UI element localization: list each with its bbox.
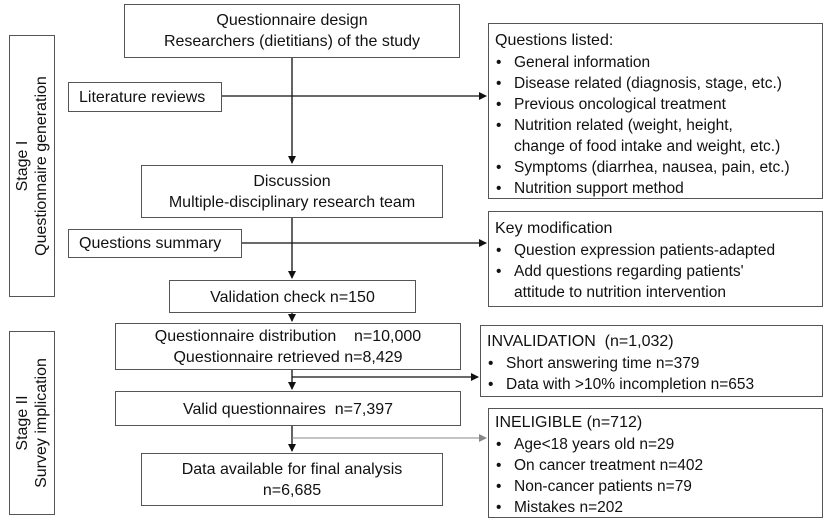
stage2-label-line2: Survey implication — [33, 358, 50, 488]
ineligible-title: INELIGIBLE (n=712) — [495, 414, 643, 431]
modification-panel: Key modification Question expression pat… — [488, 211, 823, 307]
list-item: Age<18 years old n=29 — [489, 434, 822, 455]
stage2-label-line1: Stage II — [14, 395, 31, 451]
list-item: Nutrition support method — [489, 178, 822, 199]
invalidation-title: INVALIDATION (n=1,032) — [487, 333, 674, 350]
list-item-continuation: change of food intake and weight, etc.) — [489, 136, 822, 157]
final-line1: Data available for final analysis — [181, 461, 403, 478]
questions-title: Questions listed: — [495, 32, 614, 49]
stage2-frame — [9, 331, 55, 515]
design-line2: Researchers (dietitians) of the study — [163, 33, 421, 50]
questions-panel: Questions listed: General information Di… — [488, 23, 823, 199]
list-item: General information — [489, 52, 822, 73]
stage1-label-line1: Stage I — [14, 140, 31, 192]
valid-box: Valid questionnaires n=7,397 — [115, 391, 461, 426]
list-item: Symptoms (diarrhea, nausea, pain, etc.) — [489, 157, 822, 178]
literature-box: Literature reviews — [68, 82, 222, 112]
discussion-line1: Discussion — [253, 173, 331, 190]
list-item: Non-cancer patients n=79 — [489, 476, 822, 497]
summary-label: Questions summary — [79, 235, 222, 252]
distribution-line2: Questionnaire retrieved n=8,429 — [173, 349, 403, 366]
final-line2: n=6,685 — [262, 482, 322, 499]
distribution-box: Questionnaire distribution n=10,000 Ques… — [115, 323, 461, 370]
design-box: Questionnaire design Researchers (dietit… — [124, 4, 460, 58]
stage1-label: Stage I Questionnaire generation — [13, 35, 51, 297]
list-item: Data with >10% incompletion n=653 — [481, 374, 822, 395]
list-item: Short answering time n=379 — [481, 353, 822, 374]
ineligible-panel: INELIGIBLE (n=712) Age<18 years old n=29… — [488, 408, 823, 518]
literature-label: Literature reviews — [79, 89, 206, 106]
list-item: Mistakes n=202 — [489, 497, 822, 518]
invalidation-panel: INVALIDATION (n=1,032) Short answering t… — [480, 325, 823, 397]
list-item-continuation: attitude to nutrition intervention — [489, 282, 822, 303]
list-item-continuation-text: attitude to nutrition intervention — [514, 284, 726, 301]
validation-box: Validation check n=150 — [169, 280, 416, 313]
stage2-label: Stage II Survey implication — [13, 331, 51, 515]
list-item: On cancer treatment n=402 — [489, 455, 822, 476]
modification-list: Question expression patients-adapted Add… — [489, 240, 822, 303]
list-item: Nutrition related (weight, height, — [489, 115, 822, 136]
list-item-continuation-text: change of food intake and weight, etc.) — [514, 138, 781, 155]
design-line1: Questionnaire design — [216, 12, 368, 29]
distribution-line1: Questionnaire distribution n=10,000 — [154, 328, 422, 345]
stage1-label-line2: Questionnaire generation — [33, 76, 50, 256]
final-box: Data available for final analysis n=6,68… — [141, 453, 443, 506]
discussion-box: Discussion Multiple-disciplinary researc… — [141, 165, 443, 218]
discussion-line2: Multiple-disciplinary research team — [168, 194, 416, 211]
list-item: Disease related (diagnosis, stage, etc.) — [489, 73, 822, 94]
stage1-frame — [9, 35, 55, 297]
questions-list: General information Disease related (dia… — [489, 52, 822, 199]
list-item: Add questions regarding patients' — [489, 261, 822, 282]
list-item: Question expression patients-adapted — [489, 240, 822, 261]
validation-label: Validation check n=150 — [210, 289, 375, 306]
valid-label: Valid questionnaires n=7,397 — [182, 401, 394, 418]
invalidation-list: Short answering time n=379 Data with >10… — [481, 353, 822, 395]
summary-box: Questions summary — [68, 229, 242, 258]
modification-title: Key modification — [495, 220, 613, 237]
ineligible-list: Age<18 years old n=29 On cancer treatmen… — [489, 434, 822, 518]
list-item: Previous oncological treatment — [489, 94, 822, 115]
